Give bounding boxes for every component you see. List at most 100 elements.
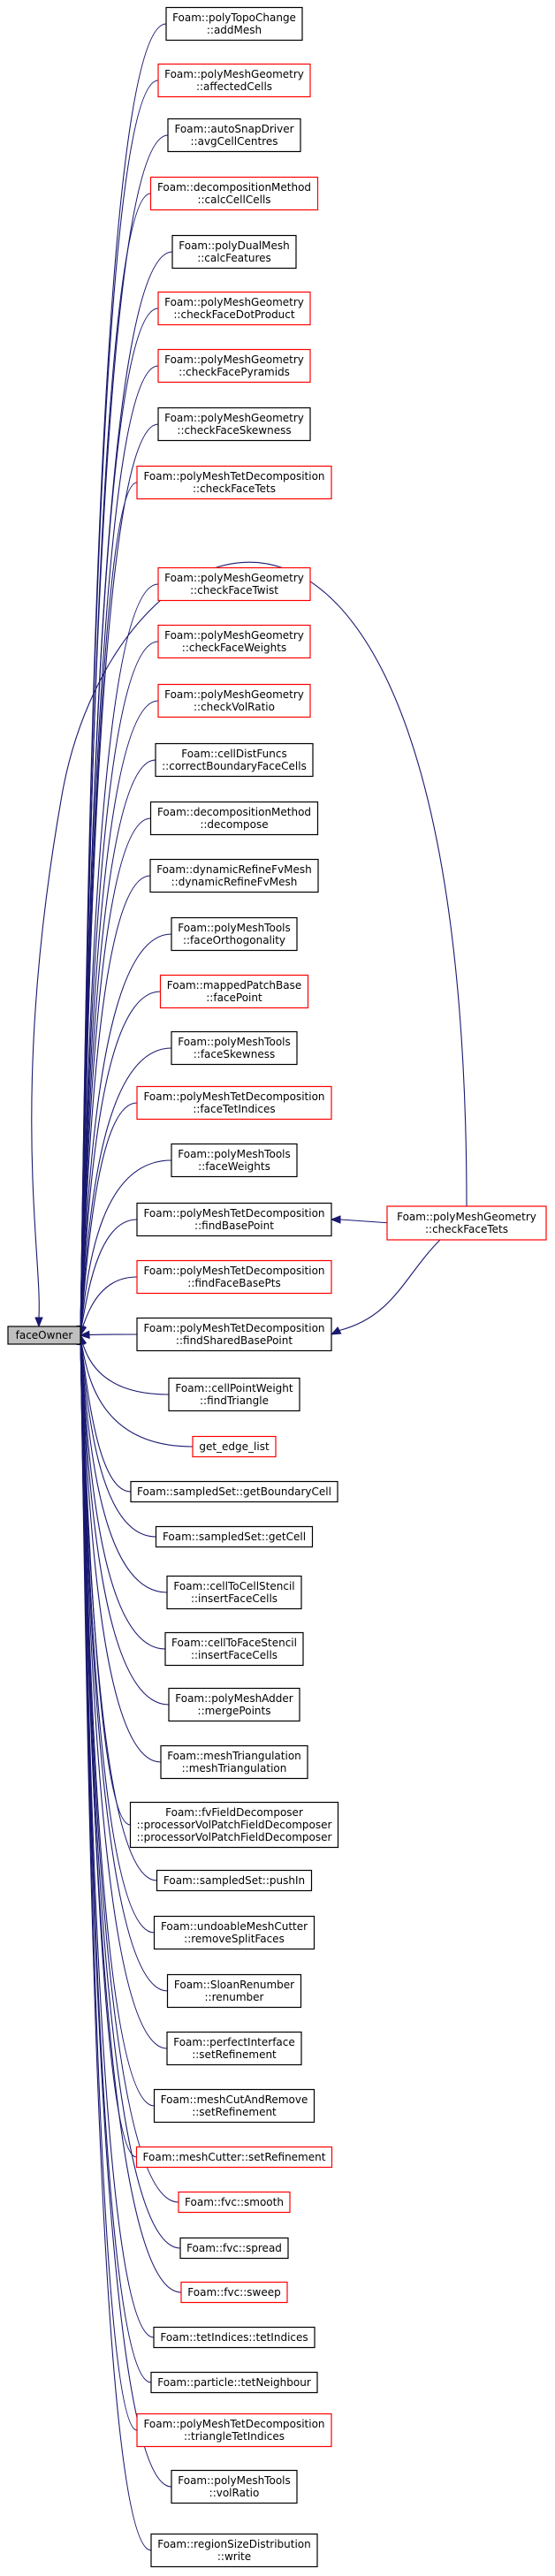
- graph-node[interactable]: Foam::regionSizeDistribution::write: [150, 2533, 318, 2568]
- node-label-line: ::addMesh: [207, 24, 262, 36]
- node-label-line: ::setRefinement: [192, 2048, 277, 2061]
- node-label-line: ::findFaceBasePts: [187, 1277, 280, 1289]
- node-box: [149, 176, 319, 211]
- node-label-line: Foam::polyMeshGeometry: [164, 629, 304, 642]
- graph-node[interactable]: get_edge_list: [192, 1435, 277, 1458]
- graph-node[interactable]: Foam::mappedPatchBase::facePoint: [159, 974, 309, 1009]
- graph-node[interactable]: Foam::decompositionMethod::calcCellCells: [149, 176, 319, 211]
- node-label-line: ::triangleTetIndices: [184, 2430, 285, 2443]
- edge-n23-to-root: [81, 1343, 170, 1395]
- node-label-line: Foam::polyMeshTetDecomposition: [143, 1322, 324, 1334]
- graph-node[interactable]: Foam::undoableMeshCutter::removeSplitFac…: [153, 1915, 316, 1950]
- graph-node[interactable]: Foam::meshTriangulation::meshTriangulati…: [160, 1744, 308, 1780]
- graph-node[interactable]: Foam::cellDistFuncs::correctBoundaryFace…: [155, 742, 314, 778]
- node-label-line: ::volRatio: [209, 2487, 260, 2499]
- graph-node[interactable]: Foam::polyMeshTetDecomposition::findBase…: [136, 1202, 332, 1237]
- graph-node[interactable]: Foam::polyMeshGeometry::checkFaceSkewnes…: [157, 407, 311, 442]
- graph-node[interactable]: Foam::cellPointWeight::findTriangle: [168, 1377, 300, 1412]
- node-box: [179, 2237, 289, 2260]
- graph-node[interactable]: Foam::polyMeshGeometry::checkFaceDotProd…: [157, 291, 311, 326]
- edge-n16-to-root: [80, 991, 161, 1327]
- node-label-line: Foam::fvFieldDecomposer: [165, 1806, 303, 1819]
- node-box: [159, 974, 309, 1009]
- node-box: [171, 1030, 298, 1066]
- graph-node[interactable]: Foam::polyMeshTetDecomposition::findShar…: [136, 1317, 332, 1352]
- node-label-line: Foam::cellPointWeight: [175, 1382, 293, 1394]
- graph-node[interactable]: Foam::polyMeshGeometry::checkFaceWeights: [157, 624, 311, 659]
- node-box: [171, 916, 298, 952]
- graph-node[interactable]: Foam::particle::tetNeighbour: [150, 2371, 318, 2394]
- graph-node[interactable]: Foam::polyMeshTools::faceSkewness: [171, 1030, 298, 1066]
- graph-node[interactable]: Foam::polyMeshTetDecomposition::findFace…: [136, 1259, 332, 1295]
- graph-node[interactable]: Foam::polyMeshTetDecomposition::checkFac…: [136, 465, 332, 500]
- node-label-line: ::checkFaceTets: [425, 1223, 508, 1235]
- graph-node[interactable]: Foam::fvc::smooth: [178, 2191, 291, 2214]
- graph-node[interactable]: Foam::polyMeshGeometry::checkFaceTets: [386, 1205, 547, 1241]
- graph-node[interactable]: Foam::meshCutter::setRefinement: [135, 2146, 333, 2169]
- node-label-line: ::processorVolPatchFieldDecomposer: [137, 1831, 332, 1843]
- node-label-line: Foam::cellToCellStencil: [173, 1580, 294, 1592]
- node-label-line: Foam::polyMeshTools: [178, 1148, 291, 1160]
- graph-node[interactable]: Foam::polyMeshTools::volRatio: [171, 2469, 298, 2504]
- graph-node[interactable]: Foam::polyMeshTetDecomposition::faceTetI…: [136, 1085, 332, 1121]
- node-box: [130, 1480, 338, 1503]
- graph-node[interactable]: Foam::tetIndices::tetIndices: [153, 2326, 316, 2349]
- node-box: [157, 348, 311, 384]
- node-label-line: ::renumber: [205, 1991, 264, 2003]
- graph-node[interactable]: Foam::fvc::spread: [179, 2237, 289, 2260]
- graph-node[interactable]: Foam::polyMeshGeometry::checkFaceTwist: [157, 566, 311, 602]
- node-box: [192, 1435, 277, 1458]
- edge-arrowhead: [34, 1317, 43, 1328]
- edge-r1-to-root: [31, 561, 468, 1318]
- node-label-line: Foam::cellDistFuncs: [181, 748, 286, 760]
- node-layer: faceOwner Foam::polyTopoChange::addMeshFo…: [7, 6, 547, 2568]
- graph-node[interactable]: Foam::polyMeshGeometry::affectedCells: [157, 63, 311, 98]
- graph-node[interactable]: Foam::decompositionMethod::decompose: [149, 801, 319, 836]
- edge-n28-to-root: [80, 1343, 166, 1650]
- graph-node[interactable]: Foam::cellToFaceStencil::insertFaceCells: [164, 1631, 304, 1667]
- graph-node[interactable]: Foam::dynamicRefineFvMesh::dynamicRefine…: [149, 858, 319, 893]
- graph-node[interactable]: Foam::polyMeshGeometry::checkFacePyramid…: [157, 348, 311, 384]
- edge-arrowhead: [330, 1326, 342, 1335]
- node-box: [136, 2413, 332, 2448]
- node-box: [135, 2146, 333, 2169]
- node-label-line: ::checkVolRatio: [194, 701, 275, 713]
- graph-node[interactable]: Foam::polyMeshGeometry::checkVolRatio: [157, 683, 311, 718]
- edge-n15-to-root: [80, 933, 172, 1327]
- node-label-line: ::insertFaceCells: [191, 1592, 278, 1605]
- node-box: [156, 1869, 313, 1892]
- graph-node[interactable]: Foam::polyMeshTetDecomposition::triangle…: [136, 2413, 332, 2448]
- graph-node[interactable]: Foam::fvc::sweep: [180, 2281, 288, 2304]
- node-label-line: Foam::polyMeshTools: [178, 1036, 291, 1048]
- graph-node[interactable]: Foam::meshCutAndRemove::setRefinement: [153, 2088, 316, 2124]
- graph-node[interactable]: Foam::polyTopoChange::addMesh: [165, 6, 303, 42]
- node-box: [149, 801, 319, 836]
- node-label-line: Foam::autoSnapDriver: [174, 123, 293, 135]
- edge-n43-to-root: [80, 1343, 138, 2431]
- node-box: [157, 683, 311, 718]
- node-label-line: Foam::polyMeshGeometry: [164, 353, 304, 366]
- node-box: [160, 1744, 308, 1780]
- node-label-line: faceOwner: [16, 1329, 73, 1341]
- node-box: [150, 2533, 318, 2568]
- graph-node[interactable]: Foam::perfectInterface::setRefinement: [166, 2031, 302, 2066]
- node-label-line: Foam::particle::tetNeighbour: [157, 2376, 311, 2389]
- graph-node[interactable]: Foam::sampledSet::pushIn: [156, 1869, 313, 1892]
- node-label-line: get_edge_list: [199, 1440, 270, 1453]
- node-label-line: Foam::dynamicRefineFvMesh: [156, 863, 312, 876]
- graph-node[interactable]: Foam::autoSnapDriver::avgCellCentres: [167, 118, 301, 153]
- graph-node[interactable]: Foam::sampledSet::getCell: [155, 1525, 314, 1548]
- node-box: [167, 118, 301, 153]
- node-box: [129, 1801, 339, 1849]
- node-box: [386, 1205, 547, 1241]
- graph-node[interactable]: Foam::polyMeshTools::faceWeights: [171, 1143, 298, 1178]
- graph-node[interactable]: Foam::cellToCellStencil::insertFaceCells: [166, 1575, 302, 1610]
- graph-node[interactable]: Foam::polyDualMesh::calcFeatures: [171, 234, 297, 270]
- node-box: [178, 2191, 291, 2214]
- graph-node[interactable]: Foam::fvFieldDecomposer::processorVolPat…: [129, 1801, 339, 1849]
- graph-node[interactable]: Foam::SloanRenumber::renumber: [166, 1973, 302, 2009]
- graph-node[interactable]: Foam::polyMeshAdder::mergePoints: [168, 1687, 300, 1722]
- graph-node[interactable]: Foam::polyMeshTools::faceOrthogonality: [171, 916, 298, 952]
- edge-n17-to-root: [80, 1047, 172, 1327]
- graph-node[interactable]: Foam::sampledSet::getBoundaryCell: [130, 1480, 338, 1503]
